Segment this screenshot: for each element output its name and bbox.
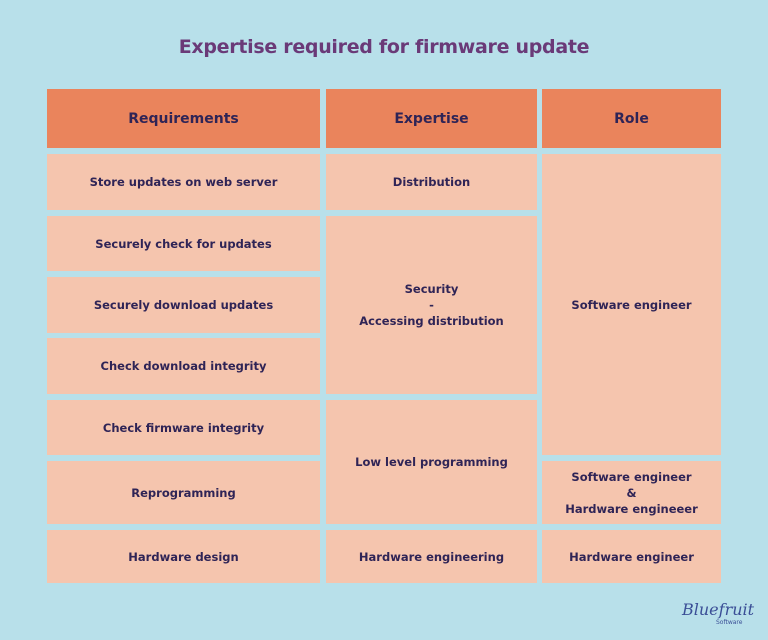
role-cell-software-hardware: Software engineer & Hardware engineeer [542, 461, 721, 524]
expertise-label: Security [404, 282, 459, 296]
role-label: Software engineer [571, 469, 692, 484]
requirement-label: Securely check for updates [95, 236, 272, 251]
expertise-label: Low level programming [355, 455, 508, 469]
header-label: Expertise [394, 110, 469, 127]
expertise-separator: - [429, 298, 434, 312]
expertise-label: Accessing distribution [359, 314, 504, 328]
expertise-label: Hardware engineering [358, 549, 505, 564]
requirement-cell: Reprogramming [47, 461, 320, 524]
requirement-cell: Securely check for updates [47, 216, 320, 271]
bluefruit-logo: Bluefruit Software [682, 600, 755, 630]
role-label: Software engineer [571, 297, 692, 312]
expertise-cell-security: Security - Accessing distribution [326, 216, 537, 394]
requirement-label: Securely download updates [93, 298, 274, 312]
role-cell-software: Software engineer [542, 154, 721, 455]
expertise-cell-low-level: Low level programming [326, 400, 537, 524]
requirement-cell: Securely download updates [47, 277, 320, 333]
requirement-cell: Hardware design [47, 530, 320, 583]
logo-brand: Bluefruit [682, 600, 755, 619]
requirement-cell: Store updates on web server [47, 154, 320, 210]
header-label: Requirements [128, 110, 239, 127]
header-role: Role [542, 89, 721, 148]
expertise-cell-hardware: Hardware engineering [326, 530, 537, 583]
requirement-label: Reprogramming [131, 485, 236, 500]
requirement-label: Hardware design [128, 549, 239, 564]
expertise-label: Distribution [392, 175, 471, 189]
role-cell-hardware: Hardware engineer [542, 530, 721, 583]
page-title: Expertise required for firmware update [178, 36, 590, 58]
requirement-label: Check download integrity [100, 359, 267, 373]
role-separator: & [626, 485, 637, 500]
expertise-cell-distribution: Distribution [326, 154, 537, 210]
header-expertise: Expertise [326, 89, 537, 148]
requirement-label: Store updates on web server [89, 175, 278, 189]
role-label: Hardware engineer [569, 549, 694, 564]
header-label: Role [614, 110, 649, 127]
requirement-cell: Check download integrity [47, 338, 320, 394]
logo-sub: Software [716, 619, 743, 626]
requirement-label: Check firmware integrity [102, 420, 265, 435]
role-label: Hardware engineeer [565, 501, 698, 516]
header-requirements: Requirements [47, 89, 320, 148]
requirement-cell: Check firmware integrity [47, 400, 320, 455]
